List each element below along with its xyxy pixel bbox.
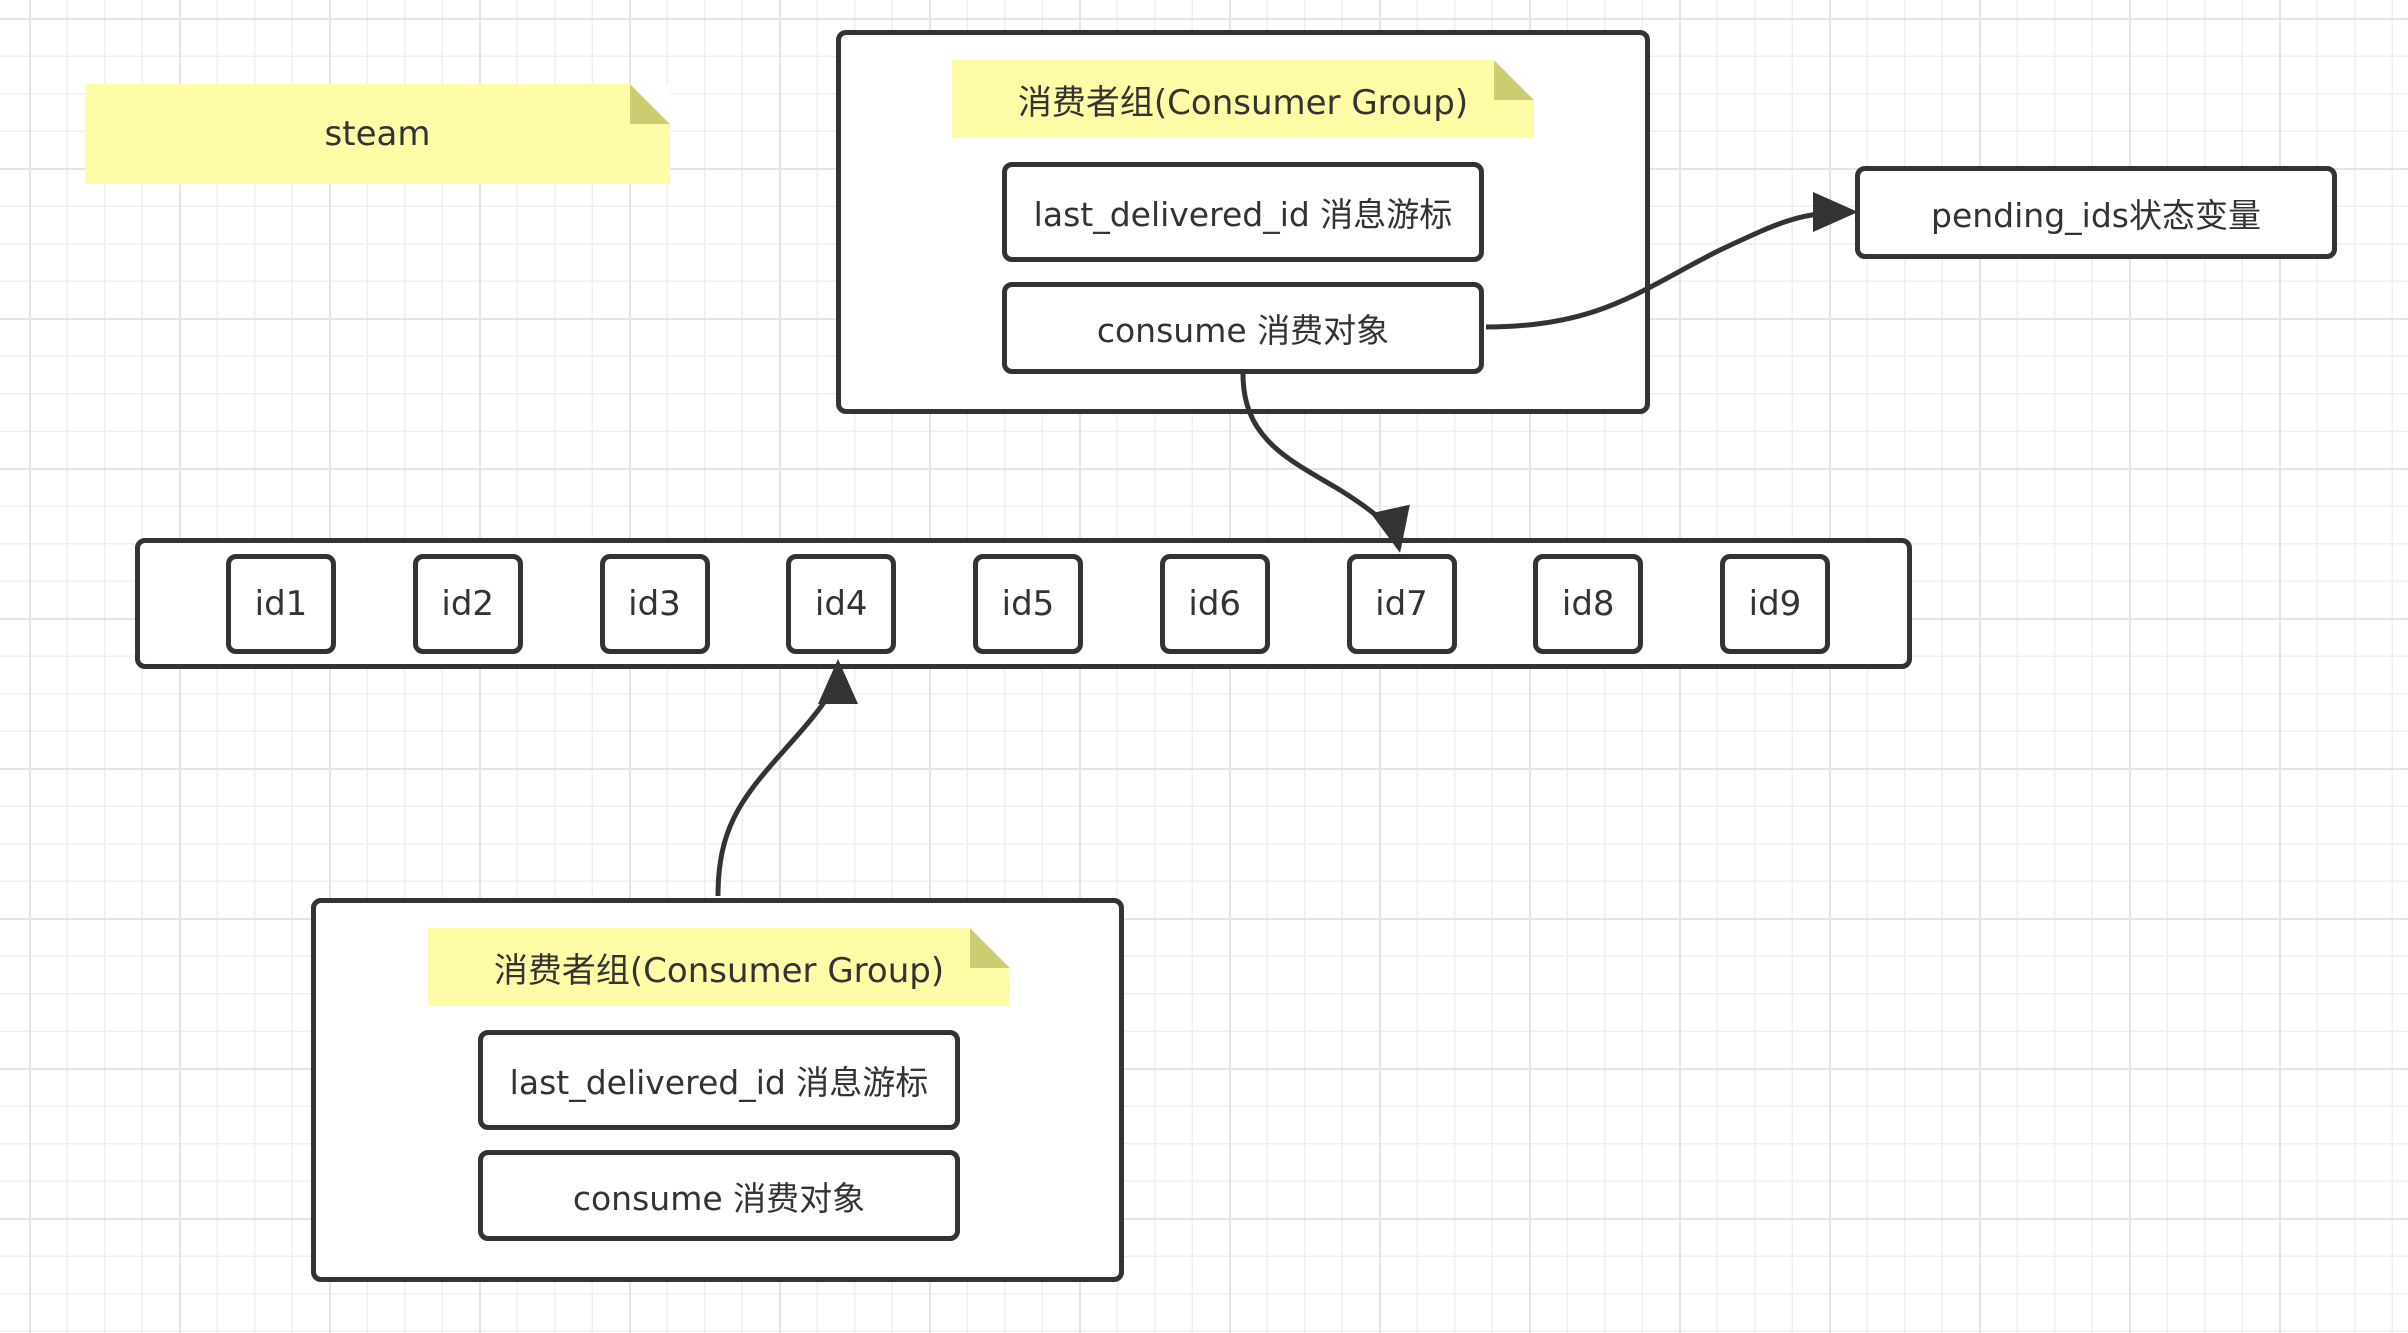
stream-id-box[interactable]: id3 [599, 554, 710, 654]
stream-id-box[interactable]: id7 [1346, 554, 1457, 654]
stream-id-label: id8 [1561, 584, 1615, 624]
stream-id-box[interactable]: id8 [1533, 554, 1644, 654]
stream-note[interactable]: steam [85, 84, 670, 184]
consumer-group-top-title: 消费者组(Consumer Group) [1017, 82, 1469, 123]
consumer-group-bottom-title: 消费者组(Consumer Group) [493, 950, 945, 991]
last-delivered-label: last_delivered_id 消息游标 [1033, 195, 1453, 234]
stream-id-label: id2 [441, 584, 495, 624]
pending-ids-label: pending_ids状态变量 [1931, 195, 2261, 235]
stream-id-label: id1 [254, 584, 308, 624]
stream-id-box[interactable]: id1 [226, 554, 336, 654]
consumer-group-top-last-delivered-id[interactable]: last_delivered_id 消息游标 [1002, 162, 1484, 262]
consumer-group-top-consume[interactable]: consume 消费对象 [1002, 282, 1484, 374]
consumer-group-bottom-title-note[interactable]: 消费者组(Consumer Group) [428, 928, 1010, 1006]
stream-id-box[interactable]: id9 [1720, 554, 1830, 654]
note-fold-icon [630, 84, 670, 124]
stream-id-label: id9 [1748, 584, 1802, 624]
stream-id-box[interactable]: id4 [786, 554, 897, 654]
consume-label: consume 消费对象 [572, 1178, 866, 1218]
stream-id-label: id4 [814, 584, 868, 624]
edge-bottom-group-to-id4[interactable] [715, 659, 858, 897]
stream-id-label: id3 [628, 584, 681, 624]
stream-id-box[interactable]: id2 [412, 554, 523, 654]
stream-id-label: id5 [1001, 584, 1055, 624]
consumer-group-bottom-consume[interactable]: consume 消费对象 [478, 1150, 960, 1241]
stream-id-box[interactable]: id5 [973, 554, 1083, 654]
note-fold-icon [970, 928, 1010, 968]
consumer-group-top-title-note[interactable]: 消费者组(Consumer Group) [952, 60, 1534, 138]
last-delivered-label: last_delivered_id 消息游标 [509, 1063, 929, 1102]
pending-ids-box[interactable]: pending_ids状态变量 [1855, 166, 2337, 259]
stream-id-label: id6 [1188, 584, 1242, 624]
consumer-group-bottom-last-delivered-id[interactable]: last_delivered_id 消息游标 [478, 1030, 960, 1130]
stream-id-box[interactable]: id6 [1159, 554, 1270, 654]
stream-note-label: steam [324, 114, 431, 154]
consume-label: consume 消费对象 [1096, 311, 1390, 350]
note-fold-icon [1494, 60, 1534, 100]
stream-id-label: id7 [1375, 584, 1428, 624]
